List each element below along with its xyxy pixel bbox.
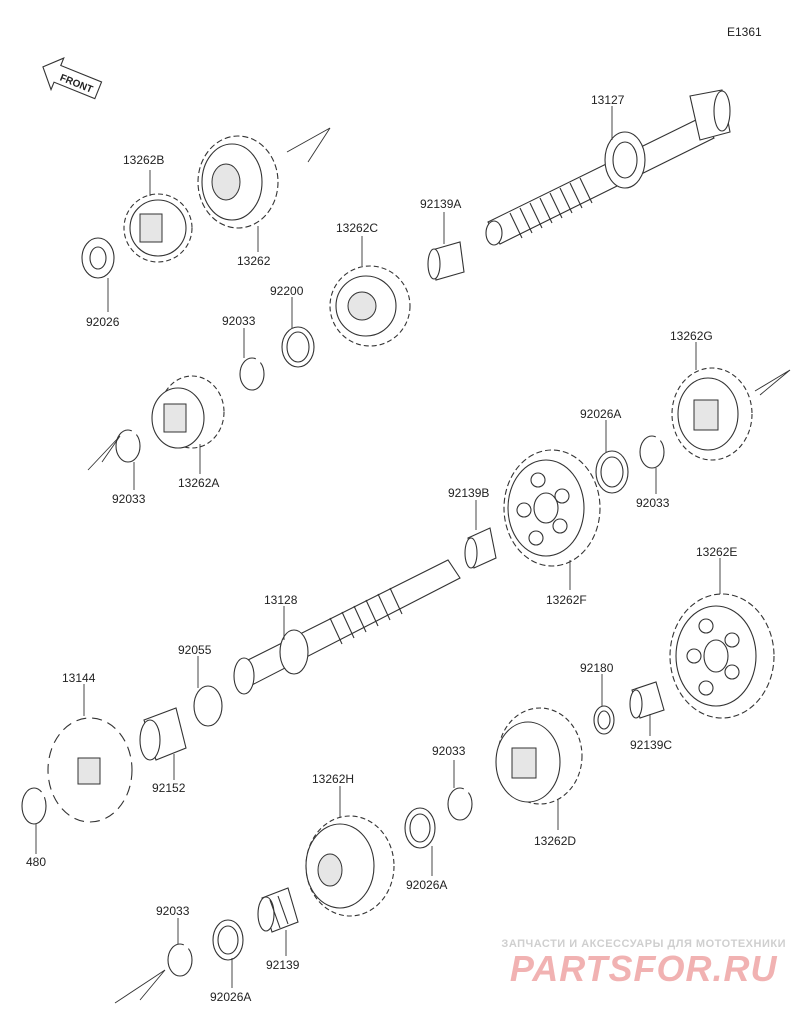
circlip-480 [21,787,47,825]
gear-13262D [495,707,583,805]
washer-92200 [281,326,315,368]
label-13262H: 13262H [312,772,354,786]
o-ring-92055 [193,685,223,727]
label-92033-d: 92033 [432,744,466,758]
sprocket-13144 [47,717,133,823]
gear-13262G [671,367,753,461]
washer-92026-top [81,237,115,279]
output-shaft-13127 [485,89,731,246]
label-92033-e: 92033 [156,904,190,918]
label-13262B: 13262B [123,153,164,167]
gear-13262B [123,193,193,263]
label-92139A: 92139A [420,197,461,211]
label-92139: 92139 [266,958,300,972]
watermark-tagline: ЗАПЧАСТИ И АКСЕССУАРЫ ДЛЯ МОТОТЕХНИКИ [501,938,786,950]
collar-92152 [139,707,187,761]
counter-shaft-13128 [233,559,461,695]
circlip-92033-a [239,357,265,391]
label-92026-top: 92026 [86,315,120,329]
axis-guide-lines [87,127,791,1004]
label-92033-a: 92033 [222,314,256,328]
gear-13262 [197,135,279,229]
label-92152: 92152 [152,781,186,795]
label-13262E: 13262E [696,545,737,559]
label-13262G: 13262G [670,329,713,343]
label-92026A-c: 92026A [210,990,251,1004]
gear-13262H [305,815,395,917]
label-480: 480 [26,855,46,869]
bushing-92139A [427,241,465,281]
gear-13262A [151,375,225,449]
washer-92026A-a [595,450,629,494]
circlip-92033-e [167,943,193,977]
label-13128: 13128 [264,593,298,607]
label-92200: 92200 [270,284,304,298]
circlip-92033-d [447,787,473,821]
circlip-92033-b [639,435,665,469]
diagram-code: E1361 [727,25,762,39]
label-92139B: 92139B [448,486,489,500]
bushing-92139B [464,527,497,569]
washer-92180 [593,705,615,735]
gear-13262F [503,449,601,567]
label-13262D: 13262D [534,834,576,848]
washer-92026A-b [404,807,436,849]
circlip-92033-c [115,429,141,463]
label-92026A-b: 92026A [406,878,447,892]
label-92033-b: 92033 [636,496,670,510]
label-92026A-a: 92026A [580,407,621,421]
front-arrow-icon: FRONT [42,57,103,100]
washer-92026A-c [212,919,244,961]
watermark-brand: PARTSFOR.RU [509,948,778,989]
needle-bearing-92139 [257,887,299,933]
gear-13262C [329,265,411,347]
label-13262F: 13262F [546,593,587,607]
gear-13262E [669,593,775,719]
label-92139C: 92139C [630,738,672,752]
watermark: ЗАПЧАСТИ И АКСЕССУАРЫ ДЛЯ МОТОТЕХНИКИ PA… [501,938,786,988]
label-13144: 13144 [62,671,96,685]
label-92033-c: 92033 [112,492,146,506]
bushing-92139C [629,681,665,719]
label-92055: 92055 [178,643,212,657]
label-92180: 92180 [580,661,614,675]
label-13262C: 13262C [336,221,378,235]
label-13127: 13127 [591,93,625,107]
label-13262A: 13262A [178,476,219,490]
label-13262: 13262 [237,254,271,268]
